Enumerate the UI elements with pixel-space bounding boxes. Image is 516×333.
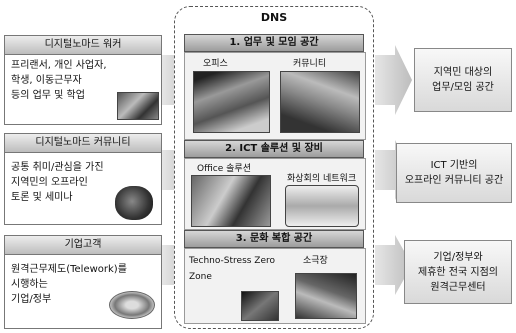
section-3-item-techno-stress-zero-zone: Techno-Stress Zero Zone [189, 256, 276, 282]
right-box-offline-community-space: ICT 기반의 오프라인 커뮤니티 공간 [396, 143, 512, 203]
dns-title: DNS [260, 11, 288, 24]
left-box-digital-nomad-worker: 디지털노마드 워커 프리랜서, 개인 사업자, 학생, 이동근무자 등의 업무 … [4, 35, 162, 125]
right-box-work-meeting-space: 지역민 대상의 업무/모임 공간 [414, 48, 512, 112]
dns-container: DNS 1. 업무 및 모임 공간 오피스 커뮤니티 2. ICT 솔루션 및 … [174, 6, 374, 329]
left-box-line: 학생, 이동근무자 [11, 75, 82, 86]
left-box-line: 원격근무제도(Telework)를 [11, 264, 127, 275]
right-box-line: 업무/모임 공간 [432, 82, 494, 93]
small-theater-photo [295, 273, 357, 319]
left-box-line: 기업/정부 [11, 294, 52, 305]
section-2-item-video-network: 화상회의 네트워크 [287, 174, 357, 184]
left-box-title: 디지털노마드 커뮤니티 [5, 134, 161, 153]
section-2-title: 2. ICT 솔루션 및 장비 [184, 140, 364, 158]
right-box-line: 오프라인 커뮤니티 공간 [404, 175, 504, 186]
section-2-item-office-solution: Office 솔루션 [197, 164, 251, 174]
section-3-panel: Techno-Stress Zero Zone 소극장 [184, 248, 366, 324]
right-box-telework-center: 기업/정부와 제휴한 전국 지점의 원격근무센터 [404, 240, 512, 304]
left-box-line: 공통 취미/관심을 가진 [11, 162, 104, 173]
office-solution-photo [191, 175, 271, 227]
arrow-right-3 [375, 235, 412, 295]
left-box-digital-nomad-community: 디지털노마드 커뮤니티 공통 취미/관심을 가진 지역민의 오프라인 토론 및 … [4, 133, 162, 225]
right-box-line: 지역민 대상의 [433, 67, 493, 78]
section-3-item-small-theater: 소극장 [303, 256, 328, 266]
section-3-title: 3. 문화 복합 공간 [184, 230, 364, 248]
right-box-line: 기업/정부와 [433, 251, 483, 263]
right-box-line: ICT 기반의 [430, 160, 478, 171]
community-space-photo [280, 71, 360, 133]
left-box-line: 지역민의 오프라인 [11, 177, 88, 188]
right-box-line: 제휴한 전국 지점의 [418, 266, 498, 278]
left-box-line: 토론 및 세미나 [11, 192, 73, 203]
left-box-line: 등의 업무 및 학업 [11, 90, 85, 101]
right-box-line: 원격근무센터 [430, 281, 486, 293]
arrow-right-1 [375, 45, 412, 115]
left-box-title: 기업고객 [5, 236, 161, 255]
techno-stress-zone-photo [241, 291, 279, 321]
community-photo [115, 186, 153, 220]
left-box-line: 시행하는 [11, 279, 48, 290]
left-box-line: 프리랜서, 개인 사업자, [11, 60, 107, 71]
office-photo [193, 71, 270, 133]
video-conference-photo [285, 185, 359, 227]
section-1-item-office: 오피스 [203, 59, 228, 69]
section-1-item-community: 커뮤니티 [293, 59, 327, 69]
left-box-title: 디지털노마드 워커 [5, 36, 161, 55]
section-1-title: 1. 업무 및 모임 공간 [184, 34, 364, 52]
left-box-enterprise-customer: 기업고객 원격근무제도(Telework)를 시행하는 기업/정부 [4, 235, 162, 329]
worker-photo [117, 92, 159, 120]
section-1-panel: 오피스 커뮤니티 [184, 52, 366, 140]
section-2-panel: Office 솔루션 화상회의 네트워크 [184, 158, 366, 230]
enterprise-photo [109, 291, 155, 319]
